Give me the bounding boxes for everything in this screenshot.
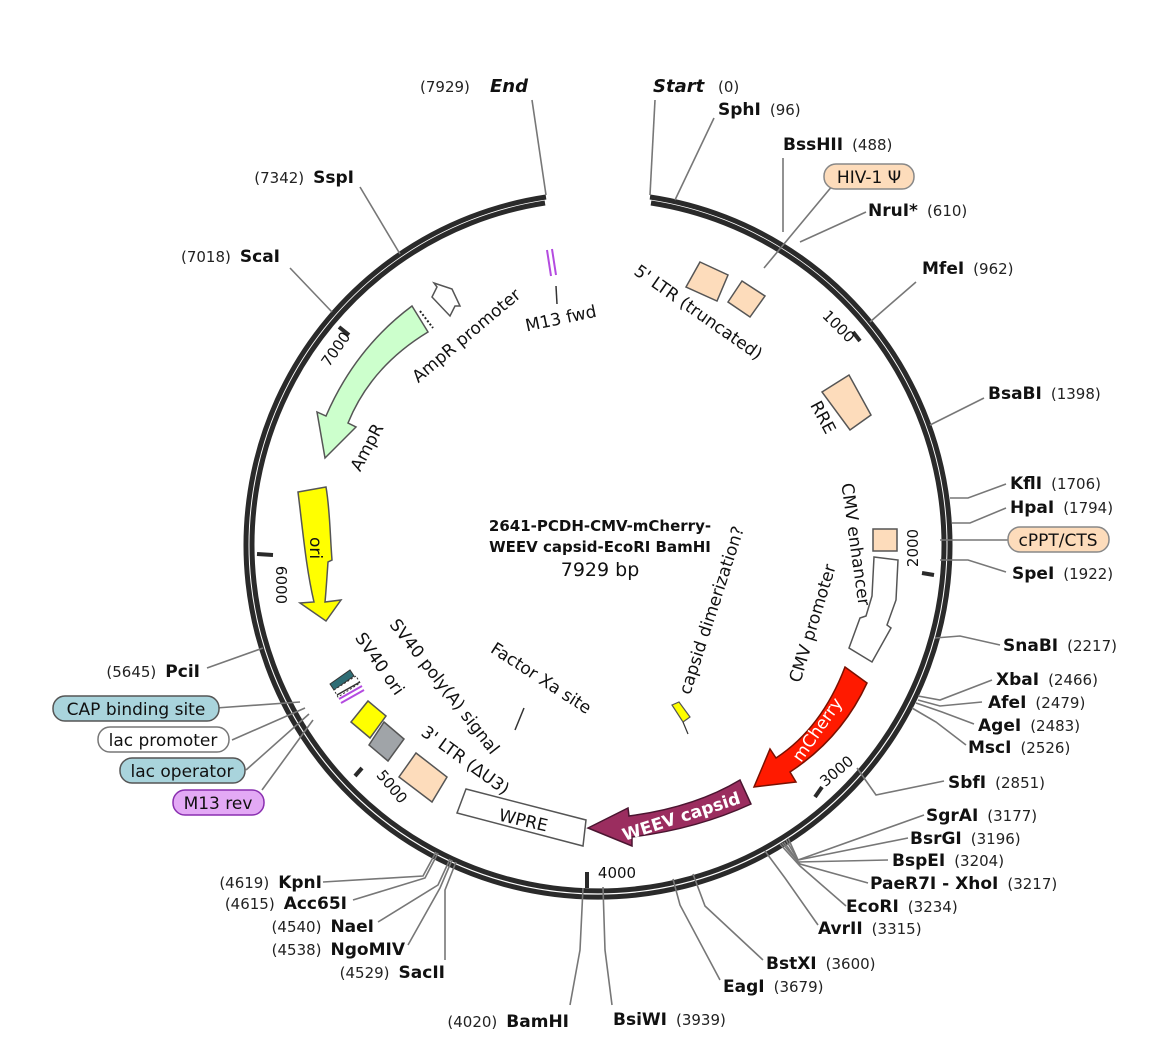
- site-sgrai: SgrAI(3177): [926, 806, 1037, 826]
- feature-factor-xa: Factor Xa site: [487, 639, 595, 731]
- site-bspei: BspEI(3204): [892, 851, 1004, 871]
- cmv-enhancer-label: CMV enhancer: [836, 482, 873, 607]
- hiv-psi-label: HIV-1 Ψ: [837, 168, 901, 188]
- feature-hiv-psi: HIV-1 Ψ: [763, 163, 915, 269]
- plasmid-name-line2: WEEV capsid-EcoRI BamHI: [489, 538, 711, 556]
- site-bsshii: BssHII(488): [783, 135, 892, 155]
- mcherry-label: mCherry: [789, 694, 847, 766]
- site-snabi: SnaBI(2217): [1003, 636, 1117, 656]
- feature-cmv-promoter: CMV promoter: [786, 556, 899, 685]
- feature-3ltr: 3' LTR (ΔU3): [397, 722, 513, 804]
- feature-rre: RRE: [806, 373, 872, 438]
- lac-operator-label: lac operator: [130, 762, 233, 782]
- site-avrii: AvrII(3315): [818, 919, 922, 939]
- tick-mark-1000: [851, 330, 862, 343]
- tick-mark-3000: [813, 785, 824, 799]
- feature-weev-capsid: WEEV capsid: [586, 778, 752, 848]
- site-sbfi: SbfI(2851): [948, 773, 1045, 793]
- m13-fwd-label: M13 fwd: [524, 302, 599, 337]
- site-spei: SpeI(1922): [1012, 564, 1113, 584]
- site-kpni: (4619)KpnI: [219, 873, 322, 893]
- feature-sv40-ori: SV40 ori: [349, 629, 408, 763]
- backbone: [243, 194, 953, 900]
- tick-label-2000: 2000: [904, 529, 922, 567]
- cap-binding-label: CAP binding site: [67, 700, 206, 720]
- feature-wpre: WPRE: [456, 788, 587, 847]
- site-mfei: MfeI(962): [922, 259, 1014, 279]
- start-position: (0): [718, 78, 739, 96]
- site-hpai: HpaI(1794): [1010, 498, 1113, 518]
- feature-m13-rev: M13 rev: [172, 719, 314, 816]
- plasmid-size: 7929 bp: [561, 559, 640, 581]
- feature-lac-region: [329, 669, 365, 704]
- end-label: End: [490, 76, 529, 97]
- feature-lac-operator: lac operator: [119, 713, 310, 784]
- site-pcii: (5645)PciI: [106, 662, 200, 682]
- ori-label: ori: [305, 537, 325, 559]
- plasmid-title: 2641-PCDH-CMV-mCherry- WEEV capsid-EcoRI…: [489, 517, 711, 581]
- site-scai: (7018)ScaI: [181, 247, 280, 267]
- start-label: Start: [653, 76, 706, 97]
- site-agei: AgeI(2483): [978, 716, 1080, 736]
- tick-label-4000: 4000: [598, 864, 636, 882]
- tick-mark-2000: [921, 571, 935, 577]
- feature-ori: ori: [297, 486, 343, 623]
- feature-5ltr: 5' LTR (truncated): [630, 261, 767, 365]
- site-ecori: EcoRI(3234): [846, 897, 958, 917]
- factor-xa-label: Factor Xa site: [487, 639, 595, 719]
- feature-m13-fwd: M13 fwd: [524, 248, 599, 337]
- site-paer7i-xhoi: PaeR7I - XhoI(3217): [870, 874, 1057, 894]
- lac-promoter-label: lac promoter: [109, 731, 218, 751]
- end-position: (7929): [420, 78, 470, 96]
- cmv-promoter-label: CMV promoter: [786, 562, 841, 685]
- feature-cppt-cts: cPPT/CTS: [940, 526, 1110, 553]
- site-bsiwi: BsiWI(3939): [613, 1010, 726, 1030]
- feature-ampr: AmpR: [316, 304, 434, 475]
- site-sphi: SphI(96): [718, 100, 801, 120]
- site-msci: MscI(2526): [968, 738, 1070, 758]
- site-ngomiv: (4538)NgoMIV: [272, 940, 406, 960]
- site-sspi: (7342)SspI: [254, 168, 354, 188]
- site-bsabi: BsaBI(1398): [988, 384, 1101, 404]
- site-sacii: (4529)SacII: [340, 963, 445, 983]
- tick-label-6000: 6000: [272, 566, 290, 604]
- site-leaders: [206, 117, 1007, 1006]
- site-nrui: NruI*(610): [868, 201, 967, 221]
- site-labels: SphI(96) BssHII(488) NruI*(610) MfeI(962…: [106, 100, 1117, 1032]
- start-marker: Start (0): [649, 76, 739, 196]
- feature-cap-binding: CAP binding site: [52, 695, 301, 722]
- site-eagi: EagI(3679): [723, 977, 823, 997]
- tick-mark-6000: [256, 552, 274, 557]
- site-naei: (4540)NaeI: [272, 917, 374, 937]
- m13-rev-label: M13 rev: [184, 794, 253, 814]
- tick-mark-7000: [337, 325, 351, 337]
- site-bsrgi: BsrGI(3196): [910, 829, 1021, 849]
- cppt-label: cPPT/CTS: [1018, 531, 1097, 551]
- tick-mark-5000: [353, 766, 364, 778]
- feature-lac-promoter: lac promoter: [97, 707, 306, 753]
- site-acc65i: (4615)Acc65I: [225, 894, 347, 914]
- site-bamhi: (4020)BamHI: [447, 1012, 569, 1032]
- site-bstxi: BstXI(3600): [766, 954, 876, 974]
- site-xbai: XbaI(2466): [996, 670, 1098, 690]
- ampr-promoter-label: AmpR promoter: [409, 285, 525, 387]
- feature-ampr-promoter: AmpR promoter: [409, 281, 525, 387]
- plasmid-name-line1: 2641-PCDH-CMV-mCherry-: [489, 517, 711, 535]
- site-afei: AfeI(2479): [988, 693, 1085, 713]
- end-marker: (7929) End: [420, 76, 547, 196]
- site-kfli: KflI(1706): [1010, 474, 1101, 494]
